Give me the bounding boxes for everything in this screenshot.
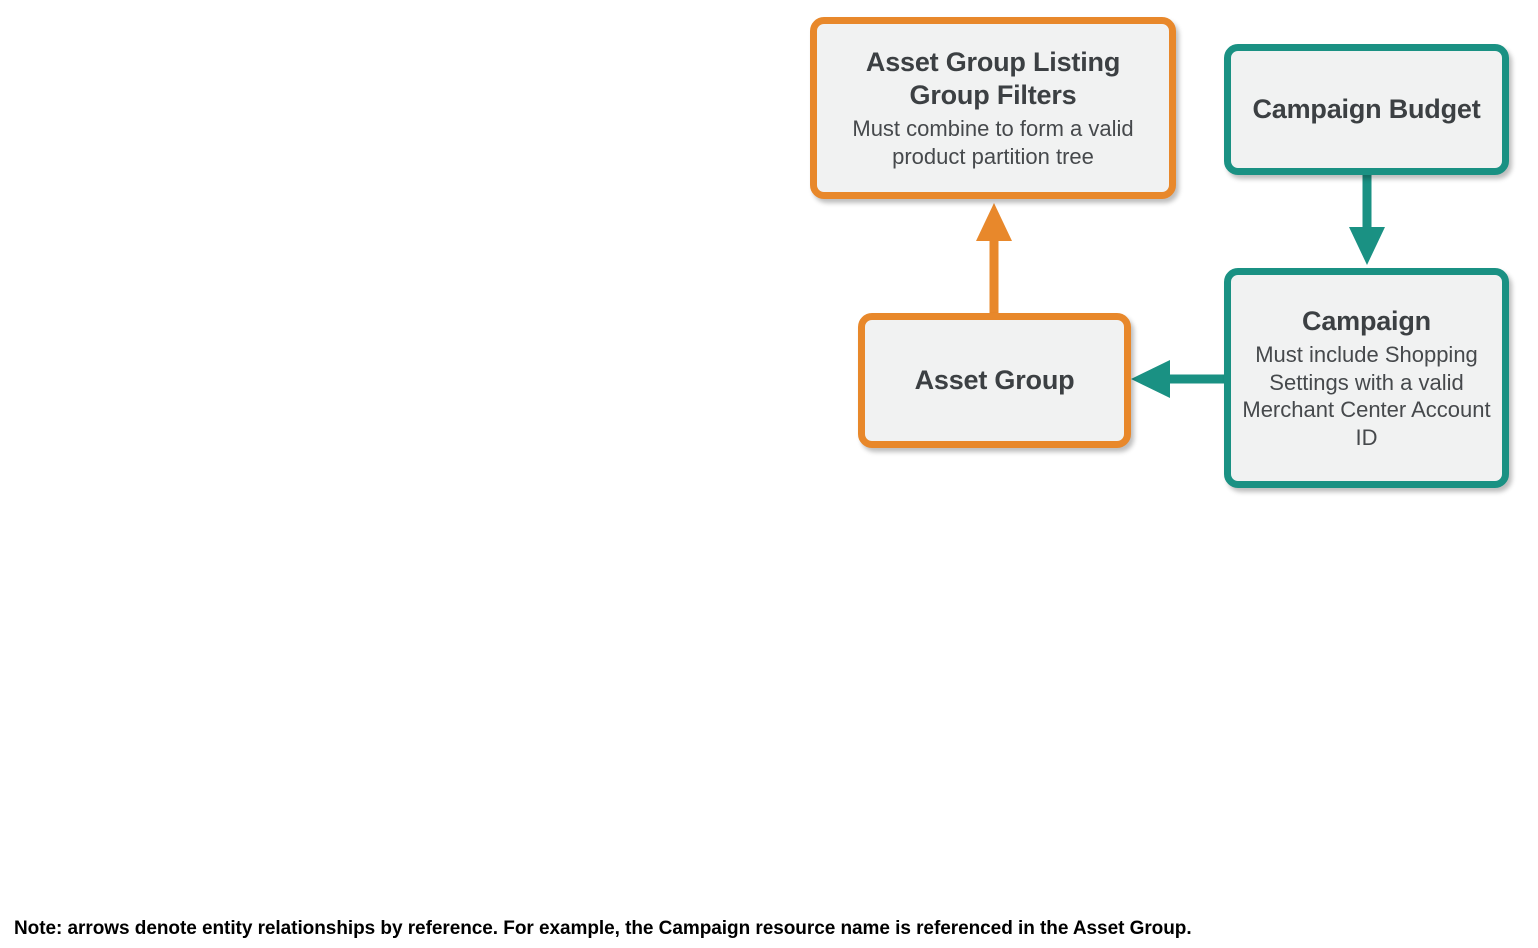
edge-asset-group-to-listing-group-filters — [976, 203, 1012, 318]
diagram-note: Note: arrows denote entity relationships… — [14, 918, 1192, 939]
edge-campaign-to-asset-group — [1131, 360, 1228, 398]
entity-box-asset-group-listing-group-filters[interactable]: Asset Group Listing Group Filters Must c… — [810, 17, 1176, 199]
entity-box-campaign[interactable]: Campaign Must include Shopping Settings … — [1224, 268, 1509, 488]
entity-box-asset-group[interactable]: Asset Group — [858, 313, 1131, 448]
entity-title: Asset Group Listing Group Filters — [865, 46, 1121, 110]
edge-campaign-budget-to-campaign — [1349, 170, 1385, 265]
entity-description: Must combine to form a valid product par… — [852, 116, 1134, 169]
entity-description: Must include Shopping Settings with a va… — [1242, 342, 1491, 450]
entity-title: Campaign Budget — [1252, 94, 1481, 125]
entity-title: Campaign — [1302, 305, 1431, 336]
entity-box-campaign-budget[interactable]: Campaign Budget — [1224, 44, 1509, 175]
entity-title: Asset Group — [914, 365, 1075, 396]
